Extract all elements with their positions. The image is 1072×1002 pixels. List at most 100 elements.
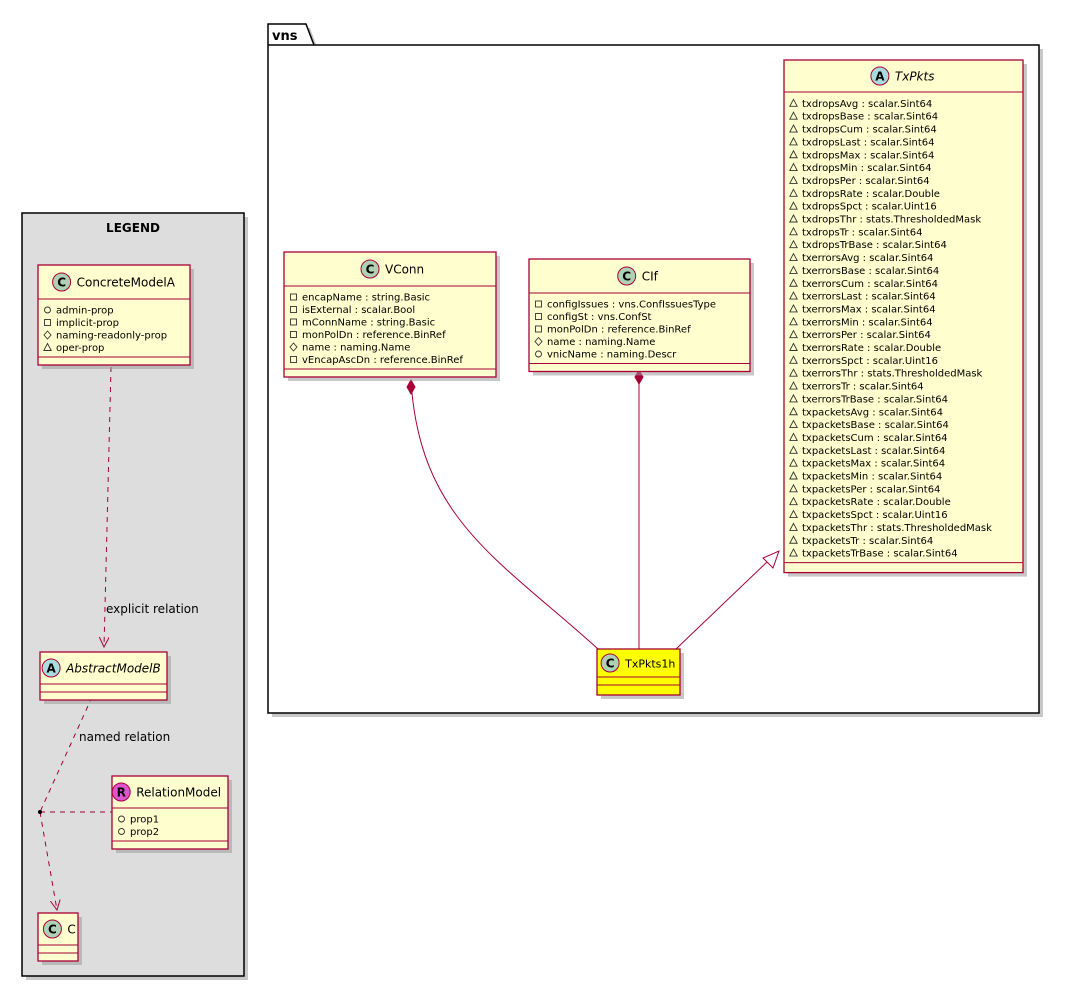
member-attribute: txerrorsMin : scalar.Sint64: [802, 317, 933, 328]
package-vns: vns C VConn encapName : string.BasicisExte…: [267, 23, 1043, 717]
visibility-icon: [789, 175, 798, 184]
visibility-icon: [789, 342, 798, 351]
visibility-icon: [789, 432, 798, 441]
member-attribute: prop1: [130, 815, 159, 826]
member-attribute: txerrorsAvg : scalar.Sint64: [802, 253, 933, 264]
visibility-icon: [290, 306, 297, 313]
stereotype-badge-icon: [111, 782, 131, 802]
relation-junction: [38, 810, 42, 814]
visibility-icon: [789, 136, 798, 146]
stereotype-letter: A: [46, 662, 56, 676]
member-attribute: txpacketsAvg : scalar.Sint64: [802, 407, 943, 418]
visibility-icon: [789, 214, 798, 223]
visibility-icon: [789, 368, 798, 377]
visibility-icon: [789, 111, 798, 120]
member-attribute: txerrorsSpct : scalar.Uint16: [802, 356, 938, 367]
txpkts-inheritance-line: [675, 561, 768, 650]
legend: LEGEND explicit relation named relation …: [21, 212, 248, 980]
member-attribute: encapName : string.Basic: [302, 293, 430, 304]
member-attribute: txdropsPer : scalar.Sint64: [802, 176, 930, 187]
member-attribute: mConnName : string.Basic: [302, 318, 435, 329]
stereotype-letter: C: [57, 276, 66, 290]
visibility-icon: [789, 496, 798, 506]
visibility-icon: [289, 342, 298, 352]
visibility-icon: [789, 471, 798, 480]
visibility-icon: [290, 356, 297, 363]
member-attribute: vEncapAscDn : reference.BinRef: [302, 355, 463, 366]
member-attribute: txdropsCum : scalar.Sint64: [802, 125, 937, 136]
member-attribute: txdropsRate : scalar.Double: [802, 189, 940, 200]
stereotype-letter: C: [48, 923, 57, 937]
vconn-composition-line: [410, 380, 599, 650]
class-name: ConcreteModelA: [77, 276, 176, 290]
class-name: CIf: [642, 270, 659, 284]
visibility-icon: [789, 303, 798, 313]
member-attribute: configSt : vns.ConfSt: [547, 312, 652, 323]
member-attribute: monPolDn : reference.BinRef: [302, 330, 446, 341]
member-attribute: txdropsBase : scalar.Sint64: [802, 112, 938, 123]
txpkts-inheritance-arrow: [762, 550, 780, 569]
visibility-icon: [535, 350, 542, 358]
visibility-icon: [535, 313, 542, 320]
member-attribute: txerrorsCum : scalar.Sint64: [802, 279, 938, 290]
stereotype-letter: C: [606, 657, 615, 671]
member-attribute: txerrorsMax : scalar.Sint64: [802, 304, 936, 315]
stereotype-letter: R: [117, 786, 126, 800]
visibility-icon: [290, 331, 297, 338]
member-attribute: txpacketsMax : scalar.Sint64: [802, 459, 945, 470]
visibility-icon: [118, 815, 125, 823]
member-attribute: prop2: [130, 827, 159, 838]
stereotype-badge-icon: [42, 919, 62, 939]
visibility-icon: [789, 419, 798, 429]
visibility-icon: [789, 162, 798, 172]
member-attribute: txerrorsTrBase : scalar.Sint64: [802, 394, 948, 405]
member-attribute: monPolDn : reference.BinRef: [547, 325, 691, 336]
stereotype-badge-icon: [52, 272, 72, 292]
class-name: VConn: [385, 263, 424, 277]
vconn-composition-diamond: [406, 378, 416, 396]
visibility-icon: [290, 293, 297, 301]
visibility-icon: [535, 325, 542, 333]
visibility-icon: [789, 483, 798, 493]
visibility-icon: [789, 535, 798, 544]
member-attribute: txpacketsLast : scalar.Sint64: [802, 446, 945, 457]
member-attribute: txdropsSpct : scalar.Uint16: [802, 202, 937, 213]
visibility-icon: [44, 306, 51, 314]
stereotype-badge-icon: [617, 266, 637, 286]
member-attribute: txdropsMax : scalar.Sint64: [802, 150, 934, 161]
member-attribute: isExternal : scalar.Bool: [302, 305, 415, 316]
member-attribute: txdropsMin : scalar.Sint64: [802, 163, 931, 174]
visibility-icon: [789, 291, 798, 300]
visibility-icon: [789, 329, 798, 339]
class-name: C: [67, 923, 75, 937]
visibility-icon: [118, 828, 125, 835]
visibility-icon: [535, 300, 542, 308]
member-attribute: txerrorsThr : stats.ThresholdedMask: [802, 369, 983, 380]
stereotype-badge-icon: [600, 653, 620, 673]
member-attribute: oper-prop: [56, 343, 104, 354]
member-attribute: implicit-prop: [56, 318, 119, 329]
named-relation-arrow: [39, 811, 57, 910]
stereotype-badge-icon: [360, 259, 380, 279]
visibility-icon: [789, 522, 798, 531]
stereotype-badge-icon: [870, 66, 890, 86]
member-attribute: txdropsThr : stats.ThresholdedMask: [802, 215, 981, 226]
package-name: vns: [272, 29, 298, 44]
member-attribute: txdropsLast : scalar.Sint64: [802, 137, 935, 148]
visibility-icon: [789, 201, 798, 210]
class-name: RelationModel: [136, 786, 221, 800]
abstract-model-b-class: A AbstractModelB: [39, 651, 171, 704]
member-attribute: txerrorsPer : scalar.Sint64: [802, 330, 931, 341]
class-name: TxPkts1h: [624, 658, 675, 671]
visibility-icon: [789, 124, 798, 133]
visibility-icon: [789, 188, 798, 197]
visibility-icon: [44, 319, 51, 326]
class-name: AbstractModelB: [65, 662, 161, 676]
visibility-icon: [789, 393, 798, 403]
member-attribute: txdropsTrBase : scalar.Sint64: [802, 240, 947, 251]
explicit-relation-label: explicit relation: [106, 602, 199, 616]
member-attribute: name : naming.Name: [547, 337, 655, 348]
visibility-icon: [789, 509, 798, 518]
